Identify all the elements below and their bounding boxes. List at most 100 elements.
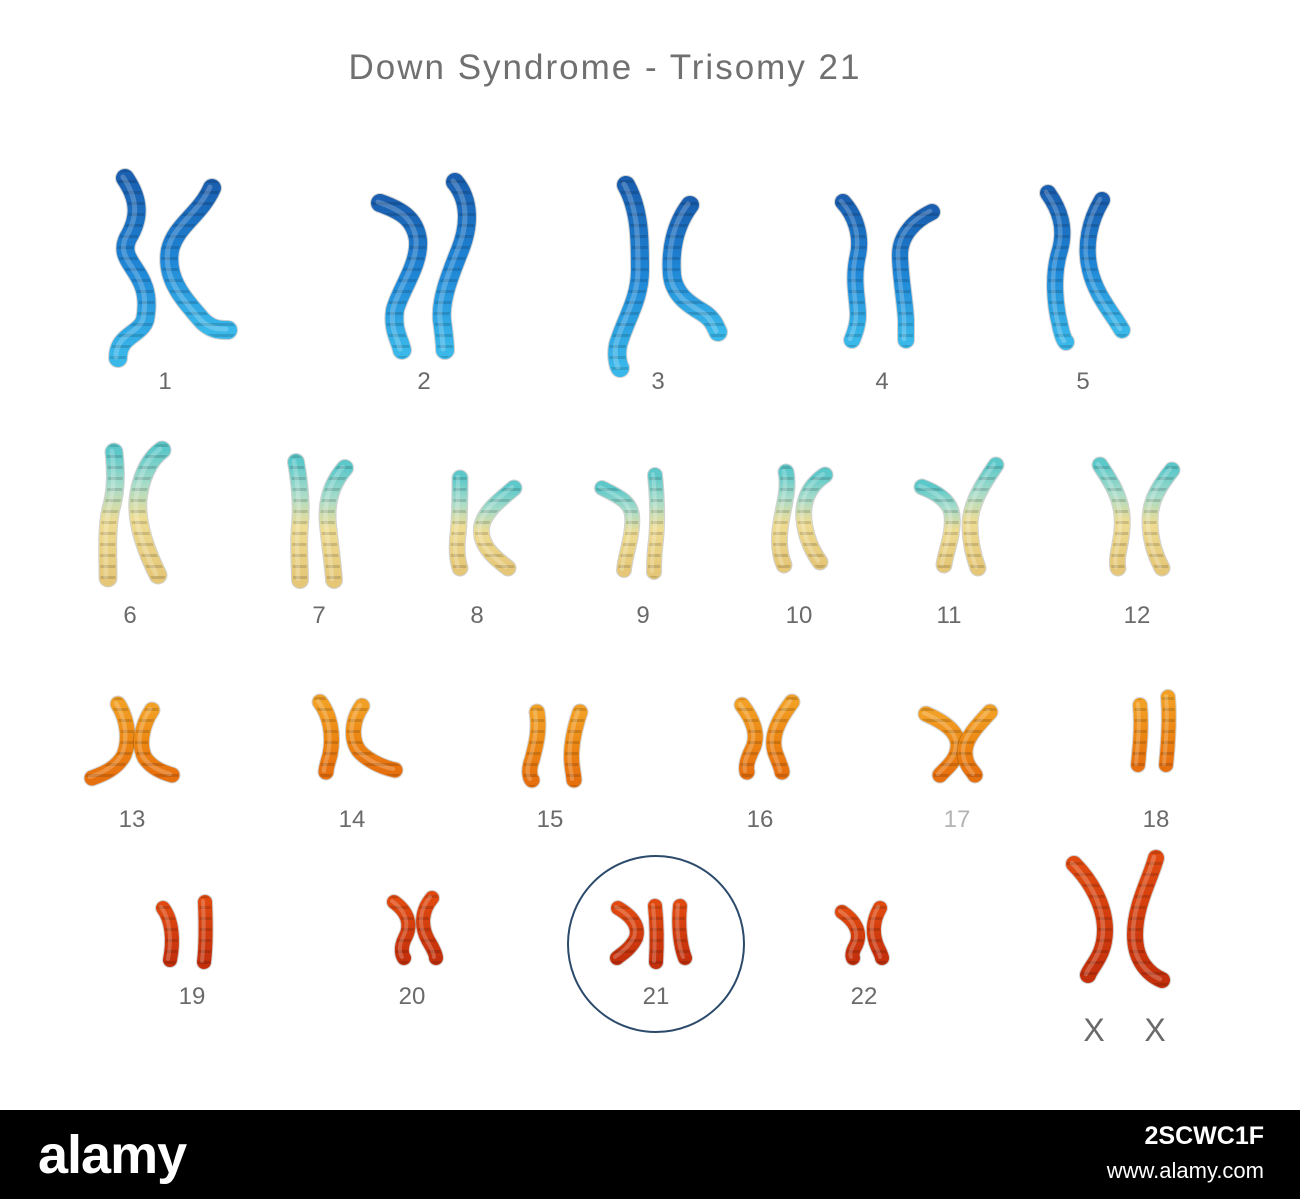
chromosome-21-1-highlight: [613, 905, 637, 959]
chromosome-14-1-bands: [313, 695, 339, 779]
chromosome-6-1-bands: [100, 444, 123, 586]
chromosome-13-1-highlight: [87, 700, 128, 780]
label-pair-22: 22: [850, 983, 878, 1010]
chromosome-4-1-bands: [836, 195, 867, 347]
label-pair-15: 15: [536, 806, 564, 833]
chromosome-21-1-bands: [611, 902, 643, 964]
label-pair-19: 19: [178, 983, 206, 1010]
chromosome-9-2-highlight: [650, 472, 658, 573]
chromosome-3-1-highlight: [612, 181, 641, 370]
chromosome-15-1-highlight: [525, 708, 539, 782]
chromosome-11-1-bands: [915, 480, 959, 572]
label-pair-8: 8: [470, 602, 484, 629]
chromosome-6-2-bands: [130, 442, 170, 583]
chromosome-14-2-bands: [347, 699, 402, 777]
karyotype-diagram: Down Syndrome - Trisomy 21: [83, 48, 1181, 1048]
chromosome-x-1-bands: [1067, 857, 1113, 982]
chromosome-13-2-bands: [135, 703, 179, 782]
chromosome-1-2-highlight: [164, 184, 229, 332]
label-pair-20: 20: [398, 983, 426, 1010]
chromosome-19-1-highlight: [159, 905, 172, 961]
chromosome-9-1-highlight: [598, 485, 633, 571]
chromosome-13-2-highlight: [137, 706, 173, 777]
label-pair-18: 18: [1142, 806, 1170, 833]
chromosome-2-1-highlight: [375, 199, 419, 352]
chromosome-10-2-highlight: [799, 471, 826, 564]
label-pair-16: 16: [746, 806, 774, 833]
chromosome-4-1-highlight: [838, 198, 860, 342]
chromosome-17-2-highlight: [960, 708, 991, 777]
chromosome-x-2-bands: [1127, 851, 1169, 987]
chromosome-13-1-bands: [85, 697, 134, 785]
chromosome-3-2-highlight: [667, 201, 719, 334]
chromosome-1-2-bands: [161, 180, 236, 338]
label-pair-3: 3: [651, 368, 665, 395]
chromosome-18-2-bands: [1160, 691, 1175, 771]
chromosome-17-2-bands: [958, 705, 997, 782]
chromosome-16-2-bands: [767, 695, 799, 779]
chromosome-15-1-bands: [523, 705, 545, 787]
chromosome-2-2-highlight: [437, 178, 468, 352]
chromosome-19-2-highlight: [200, 899, 206, 963]
label-pair-5: 5: [1076, 368, 1090, 395]
chromosome-4-2-bands: [892, 205, 939, 347]
chromosome-7-2-bands: [320, 461, 352, 587]
chromosome-6-1-highlight: [103, 448, 116, 580]
chromosome-10-1-bands: [773, 465, 794, 572]
chromosome-1-1-highlight: [113, 174, 148, 360]
label-pair-6: 6: [123, 602, 137, 629]
chromosome-10-1-highlight: [775, 468, 788, 567]
chromosome-17-1-highlight: [921, 710, 959, 777]
chromosome-7-1-bands: [289, 455, 308, 587]
label-chromosome-x-1: X: [1083, 1012, 1105, 1048]
chromosome-2-1-bands: [372, 195, 427, 358]
chromosome-19-1-bands: [157, 902, 178, 966]
chromosome-8-2-highlight: [477, 484, 515, 570]
chromosome-14-2-highlight: [349, 702, 396, 772]
page-title: Down Syndrome - Trisomy 21: [348, 48, 862, 87]
chromosome-6-2-highlight: [133, 446, 163, 577]
label-pair-21: 21: [642, 983, 670, 1010]
chromosome-12-2-bands: [1143, 463, 1179, 575]
chromosome-19-2-bands: [198, 896, 212, 968]
chromosome-14-1-highlight: [315, 698, 332, 774]
chromosome-22-1-bands: [836, 906, 865, 964]
chromosome-3-2-bands: [663, 197, 726, 340]
chromosome-18-1-bands: [1132, 699, 1147, 771]
label-pair-4: 4: [875, 368, 889, 395]
chromosome-x-1-highlight: [1069, 860, 1106, 977]
chromosome-7-1-highlight: [291, 458, 302, 582]
chromosome-21-3-highlight: [675, 903, 685, 959]
chromosome-12-2-highlight: [1145, 466, 1173, 570]
label-pair-10: 10: [785, 602, 813, 629]
label-pair-9: 9: [636, 602, 650, 629]
chromosome-5-1-highlight: [1043, 189, 1067, 344]
chromosome-5-1-bands: [1041, 186, 1073, 349]
image-url: www.alamy.com: [1106, 1158, 1264, 1183]
label-pair-12: 12: [1123, 602, 1151, 629]
chromosome-8-2-bands: [474, 481, 521, 575]
label-pair-17: 17: [943, 806, 971, 833]
label-pair-1: 1: [158, 368, 172, 395]
chromosome-4-2-highlight: [895, 208, 933, 342]
chromosome-16-1-highlight: [737, 701, 756, 774]
chromosome-8-1-bands: [450, 471, 467, 575]
chromosome-11-1-highlight: [917, 483, 953, 567]
chromosome-20-2-highlight: [419, 895, 436, 959]
chromosome-1-1-bands: [110, 170, 155, 366]
chromosome-22-2-highlight: [869, 905, 882, 959]
chromosome-21-3-bands: [673, 900, 691, 964]
trisomy-21-highlight-circle: [567, 855, 745, 1033]
label-pair-13: 13: [118, 806, 146, 833]
chromosome-3-1-bands: [609, 177, 649, 376]
chromosome-22-1-highlight: [838, 909, 858, 959]
chromosome-20-1-bands: [388, 896, 415, 964]
label-pair-2: 2: [417, 368, 431, 395]
chromosome-15-2-bands: [565, 705, 587, 787]
chromosome-12-1-highlight: [1095, 461, 1123, 570]
alamy-logo: alamy: [38, 1125, 187, 1185]
chromosome-18-1-highlight: [1134, 702, 1141, 766]
label-pair-11: 11: [936, 602, 962, 629]
chromosome-8-1-highlight: [453, 474, 461, 570]
chromosome-11-2-bands: [963, 458, 1003, 575]
